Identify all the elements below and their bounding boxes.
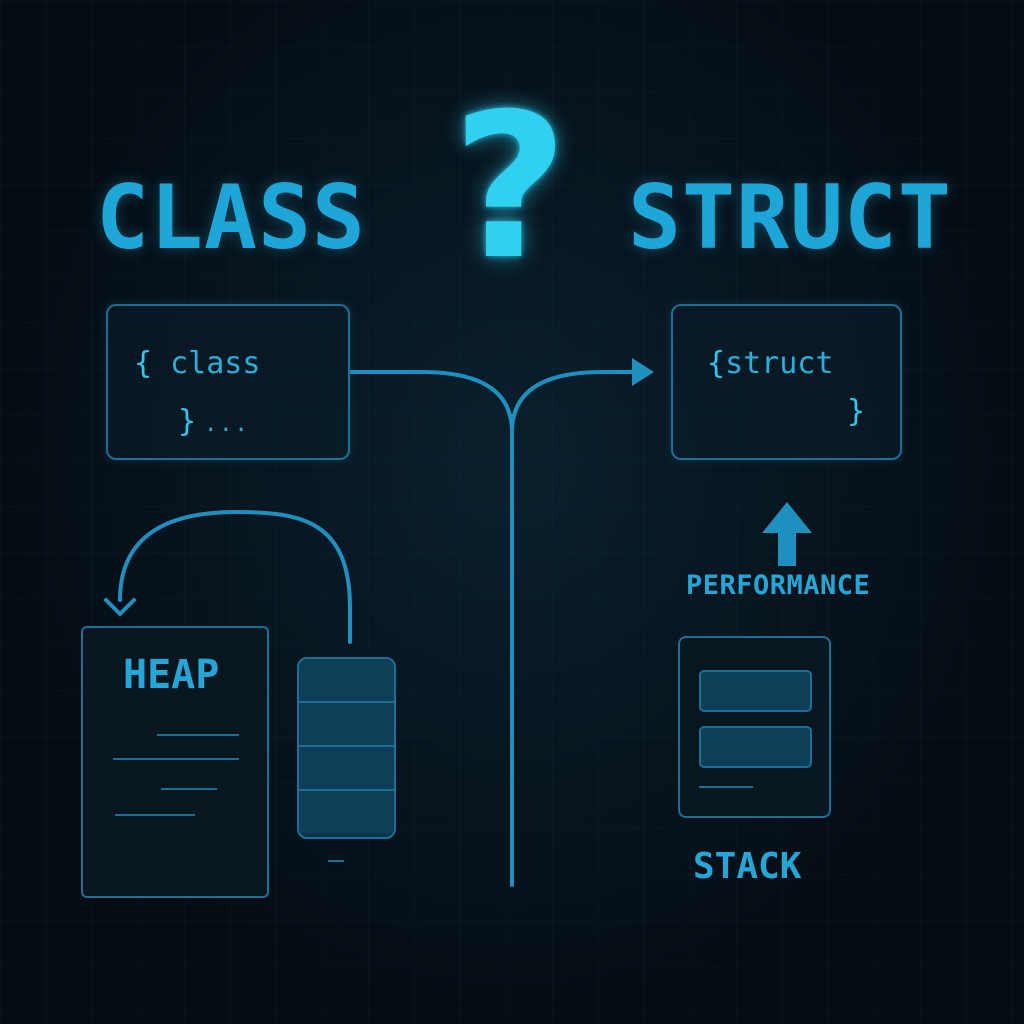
heap-panel: HEAP [81,626,269,898]
arrow-up-icon [762,502,812,566]
heap-label: HEAP [123,652,220,698]
struct-code-closing: } [847,394,865,429]
struct-title: STRUCT [628,166,952,269]
close-brace: } [847,394,866,429]
stack-panel [678,636,831,818]
reference-slot [299,747,394,791]
open-brace: { [134,346,153,381]
question-mark-icon: ? [451,71,568,304]
stack-frame [699,726,812,768]
class-code-box: { class }... [106,304,350,460]
split-connector-right [510,370,636,434]
heap-memory-line [161,788,217,790]
reference-slot [299,791,394,833]
struct-keyword: struct [725,346,834,381]
reference-slot [299,659,394,703]
stack-memory-line [699,786,753,788]
stack-label: STACK [693,846,802,887]
class-keyword: class [170,346,261,381]
arrow-right-icon [632,358,654,386]
reference-stack [297,657,396,839]
struct-code-box: {struct } [671,304,902,460]
performance-label: PERFORMANCE [686,570,871,601]
class-title: CLASS [96,166,366,269]
heap-memory-line [113,758,239,760]
struct-code-line: {struct [707,346,833,381]
divider [328,860,344,862]
heap-memory-line [115,814,195,816]
heap-reference-arc [118,509,352,644]
heap-memory-line [157,734,239,736]
close-brace: } [178,404,197,439]
reference-slot [299,703,394,747]
open-brace: { [707,346,726,381]
class-code-line: { class [134,346,260,381]
arrow-down-icon [104,598,136,616]
stack-frame [699,670,812,712]
ellipsis: ... [204,412,250,437]
class-code-closing: }... [178,404,250,439]
